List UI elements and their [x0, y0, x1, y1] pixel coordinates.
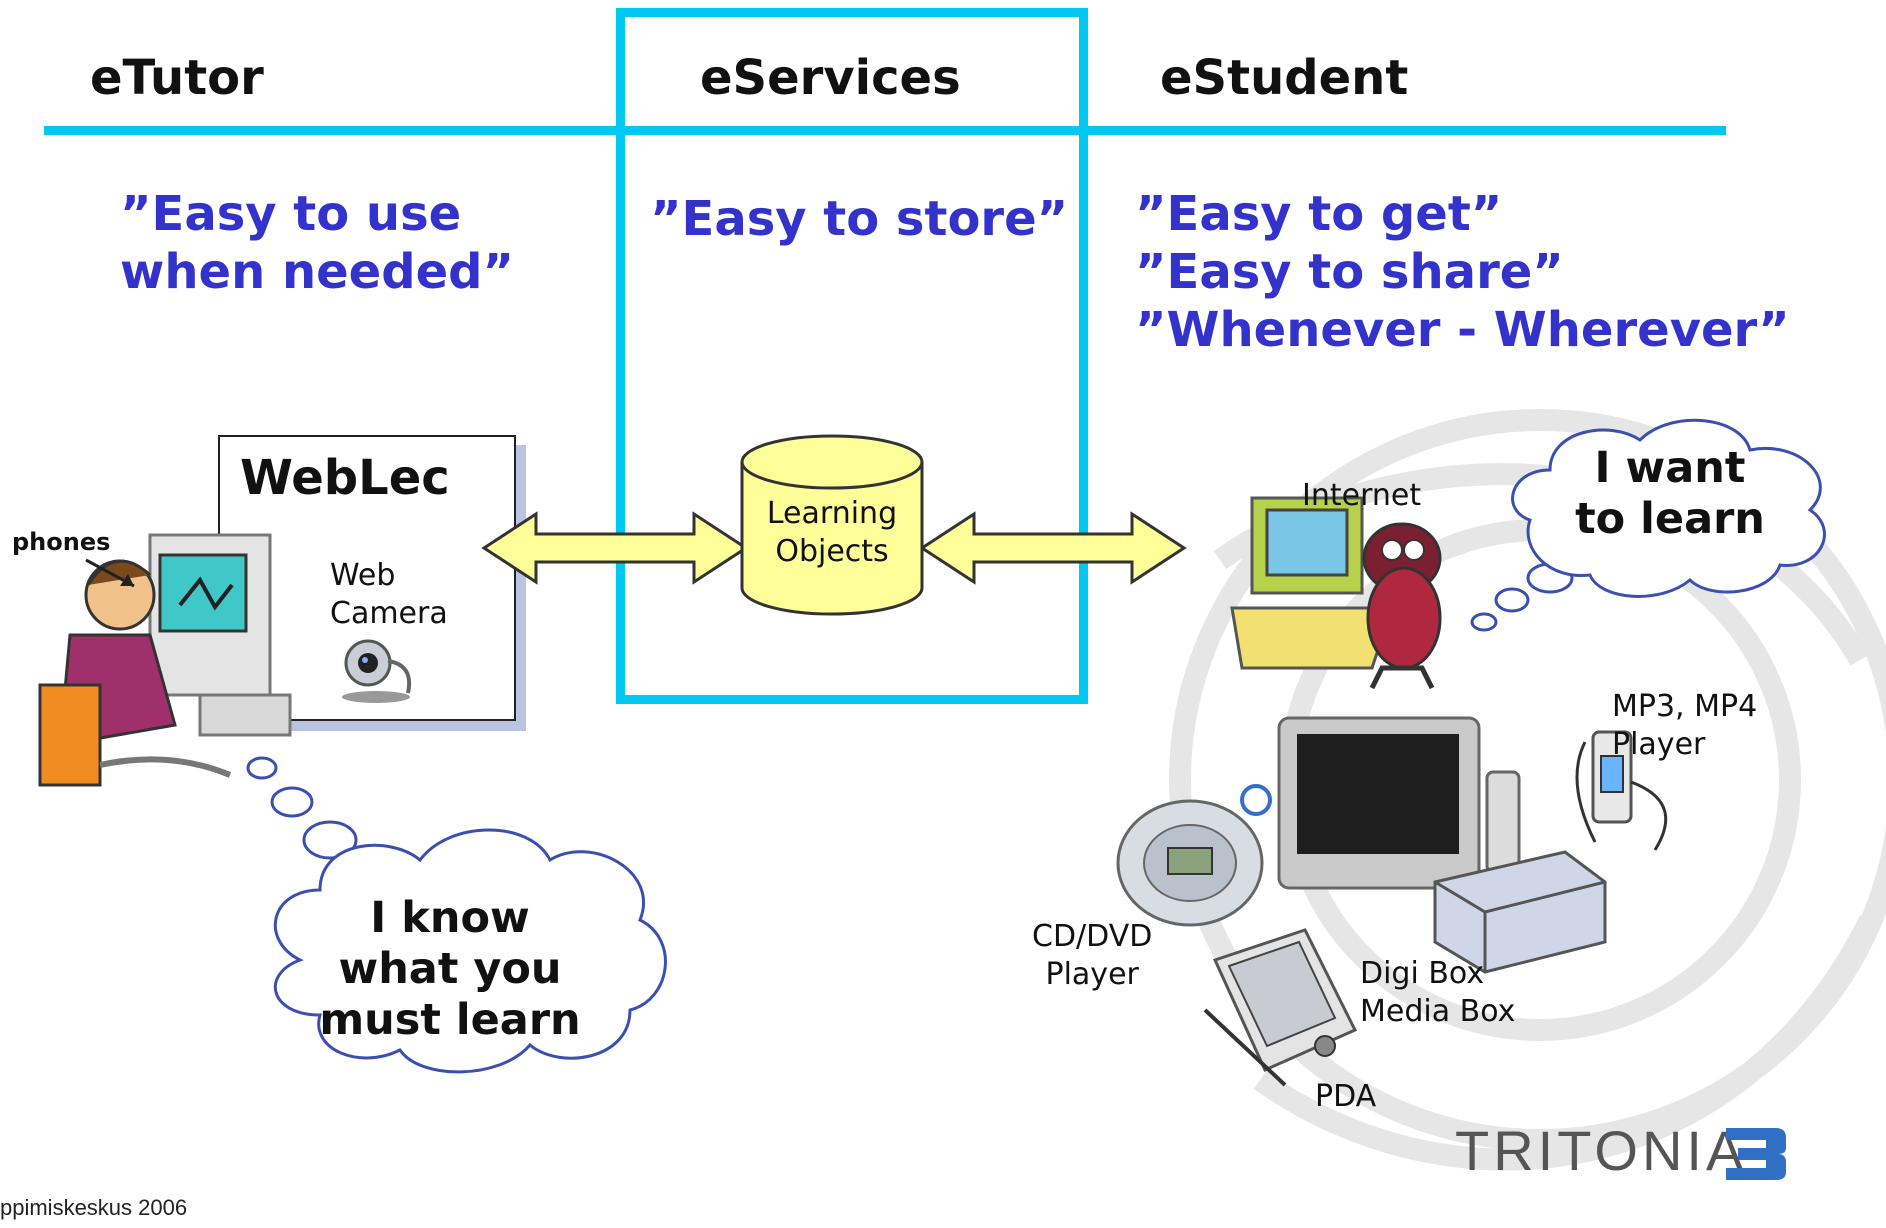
arrow-database-to-student	[919, 511, 1187, 585]
phones-pointer-arrow	[85, 558, 135, 588]
slogan-estudent: ”Easy to get” ”Easy to share” ”Whenever …	[1135, 186, 1790, 358]
pda-label: PDA	[1315, 1079, 1377, 1114]
student-thought-text: I want to learn	[1575, 443, 1765, 544]
mp3-player-icon	[1575, 730, 1668, 851]
phones-label: phones	[12, 528, 111, 556]
weblec-title: WebLec	[240, 450, 450, 506]
internet-label: Internet	[1302, 478, 1422, 513]
column-title-eservices: eServices	[700, 50, 961, 106]
slogan-etutor: ”Easy to use when needed”	[120, 186, 515, 300]
tutor-thought-cloud	[246, 756, 667, 1074]
arrow-weblec-to-database	[481, 511, 749, 585]
web-camera-label: Web Camera	[330, 558, 448, 631]
mp3-player-label: MP3, MP4 Player	[1612, 689, 1758, 762]
header-divider	[44, 126, 1726, 135]
student-at-computer-illustration	[1230, 496, 1442, 690]
student-thought-cloud	[1470, 418, 1826, 632]
slogan-eservices: ”Easy to store”	[650, 191, 1069, 247]
column-title-etutor: eTutor	[90, 50, 264, 106]
cd-player-icon	[1116, 784, 1272, 927]
digi-box-media-box-label: Digi Box Media Box	[1360, 956, 1516, 1029]
cd-dvd-player-label: CD/DVD Player	[1032, 919, 1153, 992]
footer-text: ppimiskeskus 2006	[0, 1195, 188, 1220]
media-box-icon	[1433, 850, 1607, 974]
learning-objects-database-icon	[740, 434, 924, 616]
tritonia-logo-text: TRITONIA	[1455, 1119, 1748, 1182]
tv-icon	[1277, 716, 1521, 890]
learning-objects-label: Learning Objects	[766, 496, 898, 569]
web-camera-icon	[342, 639, 411, 703]
tritonia-logo-icon	[1726, 1128, 1786, 1180]
tutor-at-computer-illustration	[38, 533, 292, 787]
eservices-frame	[616, 8, 1088, 704]
tutor-thought-text: I know what you must learn	[319, 893, 581, 1045]
pda-icon	[1203, 928, 1358, 1087]
column-title-estudent: eStudent	[1160, 50, 1409, 106]
